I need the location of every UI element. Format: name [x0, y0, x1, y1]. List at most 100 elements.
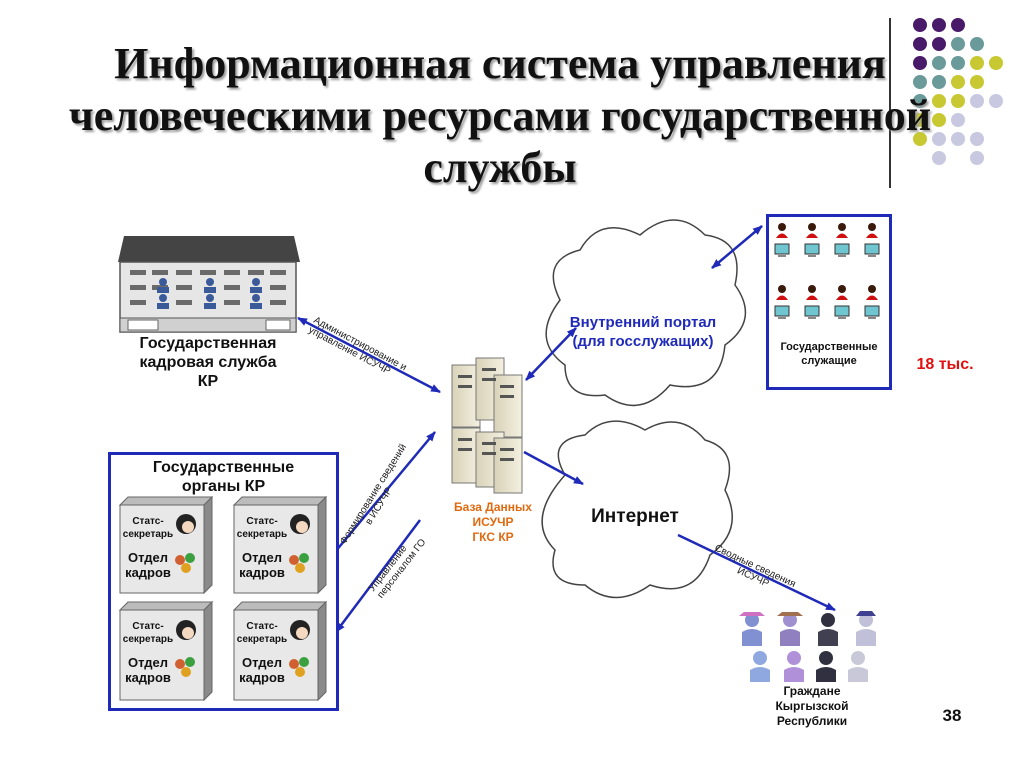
label-line: органы КР — [181, 478, 266, 495]
label-line: ГКС КР — [472, 530, 514, 544]
title-line: службы — [423, 143, 577, 192]
label-line: кадров — [125, 670, 171, 685]
card-secretary-label: Статс- секретарь — [232, 515, 292, 541]
label-line: Отдел — [127, 550, 169, 565]
card-hr-label: Отдел кадров — [118, 655, 178, 685]
dot — [932, 37, 946, 51]
label-line: секретарь — [236, 529, 288, 540]
cloud-icon — [541, 420, 733, 599]
label-line: (для госслужащих) — [572, 333, 714, 350]
state-body-card-shape — [232, 495, 328, 595]
card-hr-label: Отдел кадров — [232, 550, 292, 580]
card-hr-label: Отдел кадров — [118, 550, 178, 580]
label-line: Статс- — [132, 621, 164, 632]
person-icon — [176, 514, 310, 640]
arrow-portal — [525, 327, 577, 381]
dot — [913, 132, 927, 146]
dot — [932, 75, 946, 89]
title-line: Информационная система управления — [114, 39, 886, 88]
state-body-card-shape — [118, 600, 214, 702]
dot — [970, 151, 984, 165]
dot — [970, 37, 984, 51]
arrow-reporting — [334, 431, 436, 553]
label-line: Отдел — [241, 550, 283, 565]
arrow-management — [335, 519, 421, 633]
cloud-icon — [545, 219, 747, 407]
label-line: служащие — [801, 355, 857, 367]
dot — [932, 132, 946, 146]
dot — [951, 56, 965, 70]
portal-label: Внутренний портал (для госслужащих) — [548, 313, 738, 351]
label-line: Статс- — [246, 621, 278, 632]
card-hr-label: Отдел кадров — [232, 655, 292, 685]
dot — [989, 94, 1003, 108]
divider-line — [889, 18, 891, 188]
database-label: База Данных ИСУЧР ГКС КР — [438, 500, 548, 545]
label-line: КР — [197, 373, 219, 390]
dot — [951, 18, 965, 32]
dot — [913, 113, 927, 127]
arrow-servants — [711, 225, 763, 269]
label-line: кадров — [125, 565, 171, 580]
civil-servants-count: 18 тыс. — [916, 356, 974, 373]
agency-label: Государственная кадровая служба КР — [118, 334, 298, 391]
server-icon — [451, 357, 523, 494]
dot — [970, 94, 984, 108]
dot — [932, 113, 946, 127]
internet-label: Интернет — [591, 506, 679, 527]
dot — [951, 75, 965, 89]
connector-arrows — [297, 225, 836, 633]
label-line: Отдел — [127, 655, 169, 670]
card-secretary-label: Статс- секретарь — [118, 620, 178, 646]
arrow-summary — [677, 533, 836, 612]
dot — [932, 56, 946, 70]
dot — [951, 37, 965, 51]
label-line: кадров — [239, 565, 285, 580]
card-secretary-label: Статс- секретарь — [232, 620, 292, 646]
dot — [913, 94, 927, 108]
state-body-card-shape — [232, 600, 328, 702]
label-line: Государственные — [780, 341, 878, 353]
label-line: Кыргызской — [775, 699, 849, 713]
state-bodies-title: Государственные органы КР — [108, 458, 339, 496]
dot — [913, 37, 927, 51]
label-line: секретарь — [122, 634, 174, 645]
dot — [932, 151, 946, 165]
label-line: Республики — [776, 714, 848, 728]
dot — [951, 132, 965, 146]
citizens-label: Граждане Кыргызской Республики — [750, 684, 874, 729]
dot — [970, 132, 984, 146]
page-number: 38 — [942, 706, 962, 725]
building-icon — [118, 236, 300, 333]
dot — [932, 18, 946, 32]
label-line: ИСУЧР — [472, 515, 514, 529]
label-line: Государственные — [152, 459, 295, 476]
label-line: секретарь — [236, 634, 288, 645]
label-line: Статс- — [132, 516, 164, 527]
dot — [932, 94, 946, 108]
dot — [951, 113, 965, 127]
civil-servants-label: Государственные служащие — [766, 340, 892, 368]
title-line: человеческими ресурсами государственной — [68, 91, 932, 140]
label-line: секретарь — [122, 529, 174, 540]
dot — [970, 56, 984, 70]
citizen-icon — [739, 611, 876, 682]
dot — [913, 18, 927, 32]
card-secretary-label: Статс- секретарь — [118, 515, 178, 541]
dot — [951, 94, 965, 108]
label-line: Граждане — [783, 684, 841, 698]
arrow-admin — [297, 316, 441, 394]
dot — [913, 56, 927, 70]
label-line: База Данных — [454, 500, 532, 514]
group-icon — [175, 553, 309, 677]
label-line: Статс- — [246, 516, 278, 527]
dot — [970, 75, 984, 89]
label-line: Государственная — [139, 335, 277, 352]
label-line: кадров — [239, 670, 285, 685]
label-line: Внутренний портал — [569, 314, 717, 331]
civil-servants-box — [766, 214, 892, 390]
label-line: Отдел — [241, 655, 283, 670]
dot — [989, 56, 1003, 70]
